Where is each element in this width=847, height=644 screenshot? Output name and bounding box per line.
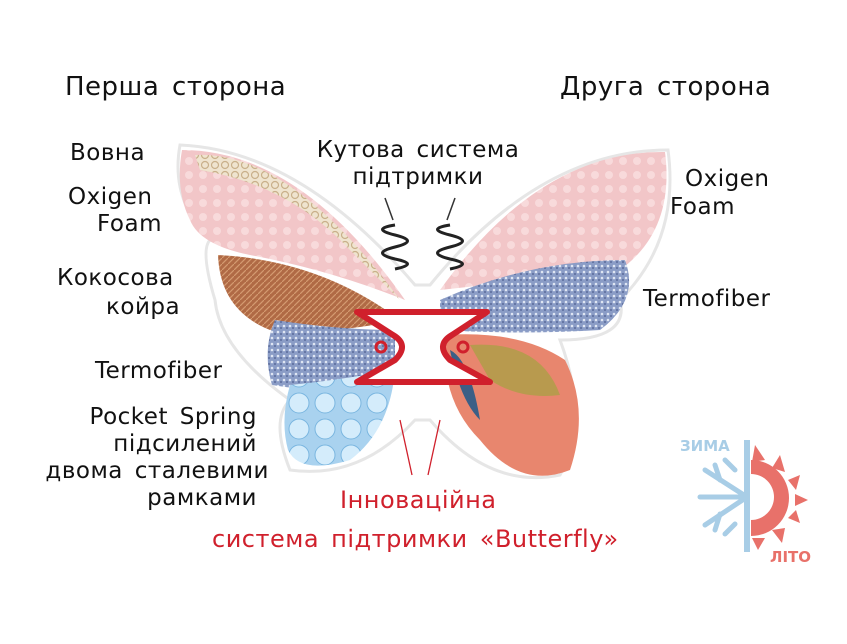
left-foam-layer [179,150,405,300]
label-coir-1: Кокосова [57,265,174,291]
label-spring-2: підсилений [113,431,257,457]
wool-layer [195,154,400,300]
label-corner-system-1: Кутова система [316,137,520,163]
label-right-foam-2: Foam [670,194,735,220]
label-butterfly-system: система підтримки «Butterfly» [212,525,619,553]
logo-winter-text: ЗИМА [680,437,730,455]
label-spring-1: Pocket Spring [89,404,257,430]
label-right-termofiber: Termofiber [643,286,771,312]
label-left-termofiber: Termofiber [95,358,223,384]
corner-spring-icon [381,223,464,271]
label-innovative: Інноваційна [340,486,497,514]
label-coir-2: койра [106,294,181,320]
right-foam-layer [440,151,667,290]
label-right-foam-1: Oxigen [685,166,770,192]
label-left-foam-2: Foam [97,211,162,237]
label-spring-3: двома сталевими [45,458,269,484]
label-wool: Вовна [70,140,146,166]
logo-summer-text: ЛІТО [770,548,812,566]
left-termofiber-layer [267,320,395,389]
winter-summer-logo [697,440,808,552]
header-first-side: Перша сторона [65,72,287,102]
label-left-foam-1: Oxigen [68,184,153,210]
butterfly-frame-icon [354,309,493,385]
label-spring-4: рамками [147,485,257,511]
pocket-spring-layer [284,370,395,466]
header-second-side: Друга сторона [560,72,772,102]
feather-detail [470,344,560,396]
label-corner-system-2: підтримки [352,164,484,190]
